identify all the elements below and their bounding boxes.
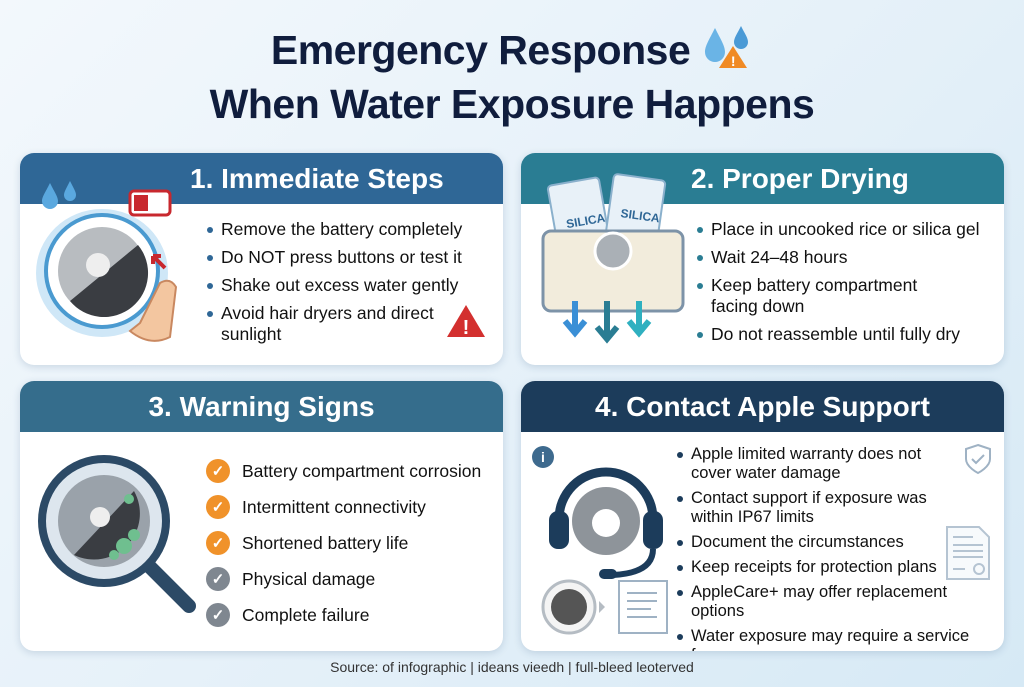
list-item: ✓ Complete failure xyxy=(206,597,481,633)
title-line-2: When Water Exposure Happens xyxy=(209,81,815,127)
check-icon: ✓ xyxy=(206,531,230,555)
check-icon: ✓ xyxy=(206,567,230,591)
item-text: Physical damage xyxy=(242,568,376,589)
list-item: Apple limited warranty does not cover wa… xyxy=(675,445,945,483)
info-icon: i xyxy=(532,446,554,468)
svg-text:!: ! xyxy=(463,317,470,339)
water-drop-warning-icon: ! xyxy=(705,26,749,69)
list-item: Remove the battery completely xyxy=(205,219,475,240)
immediate-steps-list: Remove the battery completely Do NOT pre… xyxy=(205,219,475,352)
list-item: Shake out excess water gently xyxy=(205,275,475,296)
list-item: Do not reassemble until fully dry xyxy=(695,324,995,345)
list-item: Do NOT press buttons or test it xyxy=(205,247,475,268)
card-proper-drying: 2. Proper Drying SILICA SILICA Place in … xyxy=(521,153,1004,365)
support-headset-icon xyxy=(549,467,663,579)
svg-text:SILICA: SILICA xyxy=(565,211,606,232)
card-heading: 1. Immediate Steps xyxy=(20,153,503,204)
svg-text:i: i xyxy=(541,449,545,465)
list-item: Document the circumstances xyxy=(675,533,995,552)
list-item: Keep receipts for protection plans xyxy=(675,558,995,577)
check-icon: ✓ xyxy=(206,603,230,627)
title-line-1: Emergency Response ! xyxy=(0,24,1024,76)
card-heading: 4. Contact Apple Support xyxy=(521,381,1004,432)
list-item: ✓ Physical damage xyxy=(206,561,481,597)
warning-triangle-icon: ! xyxy=(447,305,485,339)
list-item: AppleCare+ may offer replacement options xyxy=(675,583,995,621)
item-text: Battery compartment corrosion xyxy=(242,460,482,481)
list-item: Wait 24–48 hours xyxy=(695,247,995,268)
list-item: ✓ Intermittent connectivity xyxy=(206,489,481,525)
list-item: ✓ Shortened battery life xyxy=(206,525,481,561)
list-item: Water exposure may require a service fee xyxy=(675,627,995,651)
card-heading: 3. Warning Signs xyxy=(20,381,503,432)
rice-container-silica-icon: SILICA SILICA xyxy=(541,173,685,344)
drying-steps-list: Place in uncooked rice or silica gel Wai… xyxy=(695,219,995,352)
document-icon xyxy=(946,526,990,580)
list-item: Avoid hair dryers and direct sunlight xyxy=(205,303,445,345)
item-text: Shortened battery life xyxy=(242,532,409,553)
magnifying-glass-airtag-icon xyxy=(38,455,196,613)
list-item: Keep battery compartment facing down xyxy=(695,275,945,317)
list-item: ✓ Battery compartment corrosion xyxy=(206,453,481,489)
svg-text:!: ! xyxy=(731,53,735,69)
warning-signs-list: ✓ Battery compartment corrosion ✓ Intermit… xyxy=(206,453,481,633)
check-icon: ✓ xyxy=(206,495,230,519)
list-item: Place in uncooked rice or silica gel xyxy=(695,219,995,240)
list-item: Contact support if exposure was within I… xyxy=(675,489,945,527)
item-text: Complete failure xyxy=(242,604,370,625)
airtag-in-water-icon xyxy=(36,181,178,342)
card-contact-support: 4. Contact Apple Support i Apple limited… xyxy=(521,381,1004,651)
shield-check-icon xyxy=(965,443,991,475)
source-footer: Source: of infographic | ideans vieedh |… xyxy=(330,659,694,675)
card-immediate-steps: 1. Immediate Steps Remove the battery co… xyxy=(20,153,503,365)
support-list: Apple limited warranty does not cover wa… xyxy=(675,445,995,651)
item-text: Intermittent connectivity xyxy=(242,496,426,517)
check-icon: ✓ xyxy=(206,459,230,483)
card-warning-signs: 3. Warning Signs ✓ Battery compartment co… xyxy=(20,381,503,651)
svg-text:SILICA: SILICA xyxy=(620,206,661,225)
airtag-receipt-icon xyxy=(541,579,668,635)
